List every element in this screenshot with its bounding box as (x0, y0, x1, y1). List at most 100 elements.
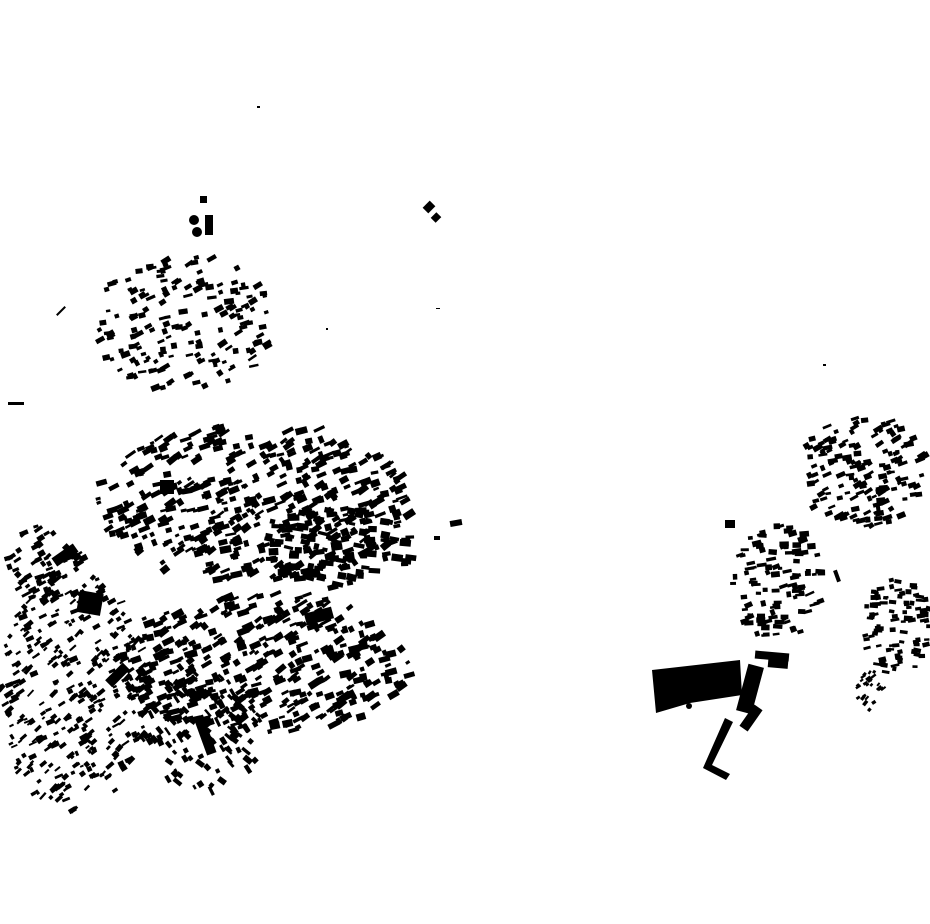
building (793, 558, 800, 564)
building (888, 609, 895, 614)
building (89, 574, 97, 581)
building (168, 354, 174, 359)
building (288, 649, 297, 659)
building (124, 731, 132, 739)
building (334, 520, 342, 528)
building (255, 592, 265, 600)
building (112, 656, 119, 662)
building (771, 588, 780, 593)
building (806, 444, 814, 451)
building (219, 544, 232, 555)
building (353, 653, 361, 661)
building (141, 462, 154, 473)
building (399, 539, 410, 546)
building (860, 417, 869, 424)
building (770, 570, 781, 578)
building (223, 746, 233, 755)
building (172, 619, 185, 630)
building (188, 692, 200, 704)
building (890, 434, 902, 445)
building (139, 292, 150, 300)
building (263, 649, 277, 657)
building (171, 323, 180, 330)
building (44, 768, 50, 775)
building (371, 678, 382, 687)
building (148, 367, 158, 374)
building (75, 716, 84, 724)
building (149, 440, 155, 445)
building (368, 567, 381, 574)
building (227, 725, 233, 731)
building (143, 706, 151, 712)
building (224, 755, 233, 765)
building (206, 254, 217, 263)
building (919, 451, 930, 461)
building (894, 579, 902, 584)
building (896, 511, 907, 520)
building (232, 347, 239, 355)
building (99, 772, 105, 778)
building (83, 784, 91, 792)
building (86, 680, 93, 686)
building (176, 479, 183, 486)
building (837, 483, 845, 489)
building (760, 599, 767, 607)
building (178, 614, 188, 621)
building (208, 702, 218, 711)
building (363, 619, 376, 629)
building (261, 542, 271, 548)
building (34, 724, 42, 733)
building (364, 656, 376, 667)
building (126, 683, 135, 692)
building (826, 448, 833, 454)
building (254, 712, 262, 719)
building (123, 618, 133, 625)
building (295, 621, 304, 627)
building (765, 556, 777, 562)
building (248, 363, 259, 369)
building (262, 457, 271, 465)
building (878, 463, 886, 468)
building (732, 573, 738, 580)
building (212, 444, 224, 453)
building (366, 541, 377, 549)
building (338, 690, 352, 703)
building (65, 661, 71, 667)
building (900, 620, 906, 623)
building (58, 741, 67, 750)
building (174, 688, 186, 699)
building (921, 641, 930, 648)
building (200, 196, 207, 203)
building (45, 552, 52, 559)
building (192, 379, 201, 386)
building (163, 704, 171, 712)
building (347, 644, 360, 653)
building (372, 629, 387, 643)
building (810, 463, 818, 469)
building (341, 546, 355, 555)
building (113, 654, 123, 663)
building (225, 678, 232, 685)
building (77, 681, 84, 688)
building (65, 715, 72, 721)
building (274, 663, 287, 675)
building (157, 338, 165, 345)
building (214, 708, 225, 719)
building (915, 598, 925, 603)
building (879, 497, 890, 506)
building (175, 497, 185, 507)
building (364, 690, 378, 703)
building (81, 582, 88, 589)
building (211, 437, 224, 447)
building (862, 680, 869, 686)
building (54, 783, 64, 792)
building (7, 633, 13, 640)
building (197, 607, 205, 616)
building (187, 639, 197, 647)
buildings-layer (0, 106, 930, 815)
building (49, 689, 59, 699)
round-building (192, 227, 202, 237)
building (294, 598, 301, 604)
building (326, 553, 336, 558)
